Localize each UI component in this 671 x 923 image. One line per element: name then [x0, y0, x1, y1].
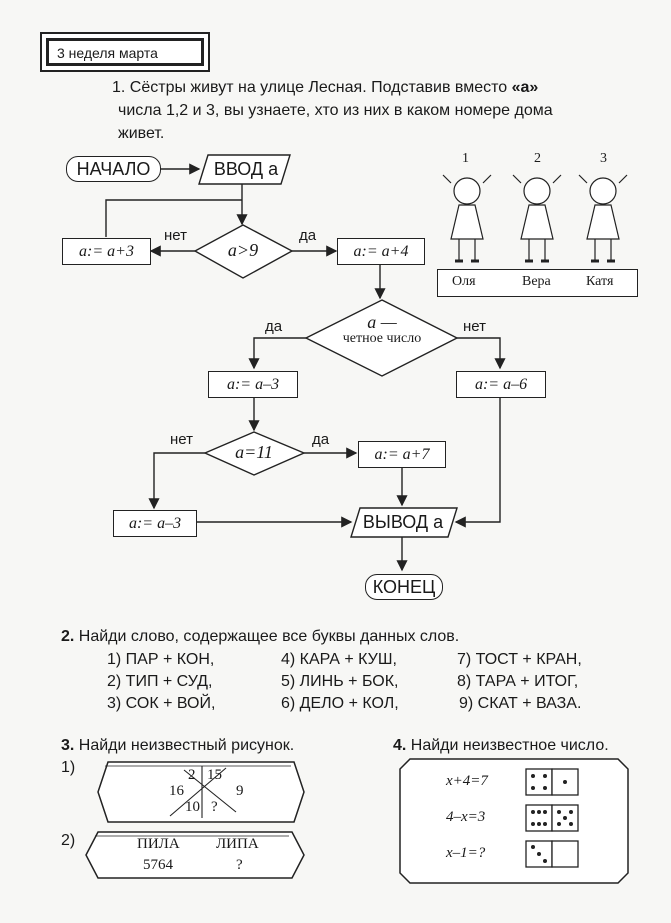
girl-name-2: Вера [522, 274, 551, 289]
task2-item: 1) ПАР + КОН, [107, 651, 215, 668]
start-node: НАЧАЛО [66, 156, 161, 182]
assign-a-minus3-b: a:= a–3 [113, 510, 197, 537]
task1-line1-text: 1. Сёстры живут на улице Лесная. Подстав… [112, 79, 512, 96]
task2-item: 2) ТИП + СУД, [107, 673, 213, 690]
input-label: ВВОД a [213, 159, 279, 179]
cond1-yes-label: да [299, 227, 317, 244]
frame1-value: 15 [207, 767, 222, 783]
task4-title-text: Найди неизвестное число. [406, 737, 609, 754]
task1-line1: 1. Сёстры живут на улице Лесная. Подстав… [112, 78, 538, 98]
task3-sub2-label: 2) [61, 832, 76, 849]
frame1-value: 2 [188, 767, 196, 783]
dice-dots [531, 774, 573, 863]
frame1-value: 16 [169, 783, 184, 799]
week-label: 3 неделя марта [46, 38, 204, 66]
task4-title: 4. Найди неизвестное число. [393, 737, 609, 755]
frame1-value: 9 [236, 783, 244, 799]
frame1-value: 10 [185, 799, 200, 815]
frame1-value: ? [211, 799, 218, 815]
cond1-label: a>9 [227, 240, 259, 260]
week-header: 3 неделя марта [40, 32, 210, 72]
task3-frame2 [85, 831, 305, 879]
cond3-no-label: нет [170, 431, 193, 448]
cond2-diamond [304, 299, 459, 377]
cond2-no-label: нет [463, 318, 486, 335]
task2-item: 4) КАРА + КУШ, [281, 651, 397, 668]
task3-title-num: 3. [61, 737, 75, 754]
output-label: ВЫВОД a [362, 512, 444, 532]
assign-a-plus4: a:= a+4 [337, 238, 425, 265]
frame2-word: ЛИПА [216, 836, 259, 852]
sisters-illustration: 1 2 3 Оля Вера Катя [437, 151, 638, 297]
assign-a-plus3: a:= a+3 [62, 238, 151, 265]
frame2-word: ПИЛА [137, 836, 180, 852]
girl-number-3: 3 [600, 151, 607, 166]
equation-2: 4–x=3 [446, 809, 486, 825]
frame2-value: ? [236, 857, 243, 873]
girls-drawing [442, 174, 628, 263]
assign-a-minus3: a:= a–3 [208, 371, 298, 398]
girl-number-1: 1 [462, 151, 469, 166]
task2-title-text: Найди слово, содержащее все буквы данных… [74, 628, 460, 645]
output-shape [350, 507, 458, 538]
frame2-value: 5764 [143, 857, 173, 873]
task3-title-text: Найди неизвестный рисунок. [74, 737, 295, 754]
task2-item: 6) ДЕЛО + КОЛ, [281, 695, 399, 712]
cond1-diamond [193, 224, 294, 279]
task1-line2: числа 1,2 и 3, вы узнаете, хто из них в … [118, 102, 553, 119]
equation-1: x+4=7 [446, 773, 488, 789]
girl-number-2: 2 [534, 151, 541, 166]
task2-item: 8) ТАРА + ИТОГ, [457, 673, 579, 690]
assign-a-minus6: a:= a–6 [456, 371, 546, 398]
girls-names-box: Оля Вера Катя [437, 269, 638, 297]
task1-line1-bold: «а» [511, 79, 539, 96]
end-node: КОНЕЦ [365, 574, 443, 600]
task2-item: 9) СКАТ + ВАЗА. [459, 695, 582, 712]
task3-title: 3. Найди неизвестный рисунок. [61, 737, 294, 755]
task2-title: 2. Найди слово, содержащее все буквы дан… [61, 628, 459, 646]
equation-3: x–1=? [446, 845, 486, 861]
task4-title-num: 4. [393, 737, 407, 754]
task2-item: 3) СОК + ВОЙ, [107, 695, 216, 712]
cond3-label: a=11 [235, 442, 273, 462]
cond2-label-bottom: четное число [342, 331, 422, 346]
cond1-no-label: нет [164, 227, 187, 244]
task1-line3: живет. [118, 125, 165, 142]
task2-item: 7) ТОСТ + КРАН, [457, 651, 582, 668]
task3-frame1 [97, 761, 305, 823]
task3-sub1-label: 1) [61, 759, 76, 776]
task4-frame [399, 758, 629, 884]
task2-item: 5) ЛИНЬ + БОК, [281, 673, 399, 690]
girl-name-1: Оля [452, 274, 476, 289]
cond2-yes-label: да [265, 318, 283, 335]
assign-a-plus7: a:= a+7 [358, 441, 446, 468]
cond3-diamond [203, 431, 306, 476]
input-shape [198, 154, 291, 185]
cond3-yes-label: да [312, 431, 330, 448]
girl-name-3: Катя [586, 274, 614, 289]
cond2-label-top: a — [367, 312, 397, 332]
task2-title-num: 2. [61, 628, 75, 645]
